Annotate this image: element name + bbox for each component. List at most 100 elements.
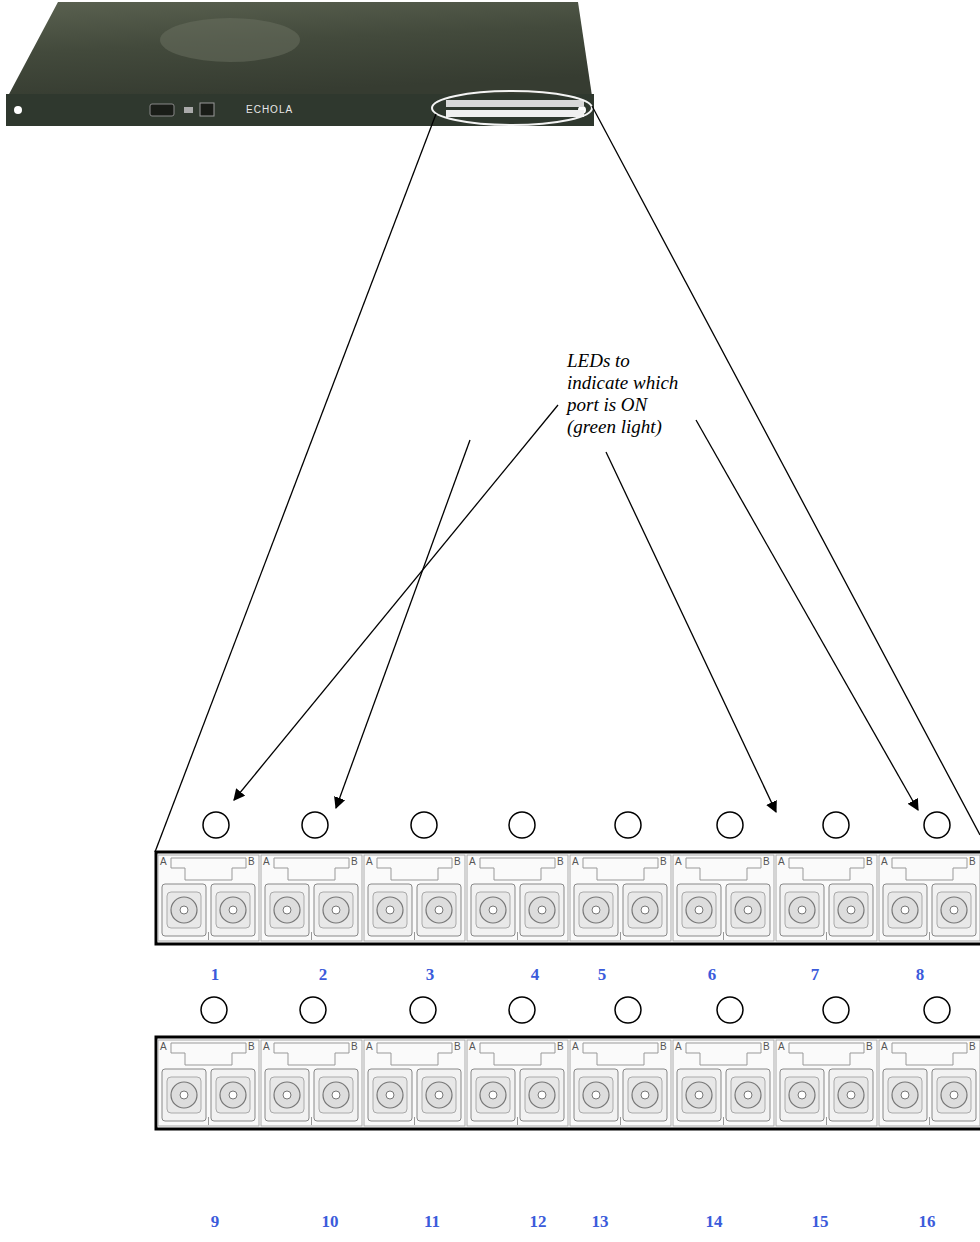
connector-body (570, 1040, 671, 1126)
connector-body (673, 1040, 774, 1126)
ferrule-core (798, 906, 806, 914)
port-frame (265, 1069, 309, 1121)
port-insert (525, 892, 559, 928)
duplex-connector (776, 855, 877, 941)
ferrule-ring (171, 897, 197, 923)
status-led (823, 812, 849, 838)
port-insert (216, 1077, 250, 1113)
ferrule-core (641, 1091, 649, 1099)
connector-body (364, 1040, 465, 1126)
port-frame (726, 884, 770, 936)
connector-divider (723, 932, 724, 940)
ferrule-ring (789, 1082, 815, 1108)
connector-body (364, 855, 465, 941)
port-frame (471, 884, 515, 936)
panel-frame (156, 852, 980, 944)
connector-divider (311, 1117, 312, 1125)
ferrule-core (901, 906, 909, 914)
port-letter: A (881, 857, 888, 867)
port-frame (368, 1069, 412, 1121)
port-letter: A (778, 857, 785, 867)
connector-body (570, 855, 671, 941)
ferrule-core (386, 1091, 394, 1099)
connector-body (879, 1040, 980, 1126)
connector-divider (208, 932, 209, 940)
ferrule-ring (529, 897, 555, 923)
duplex-connector (673, 1040, 774, 1126)
port-frame (677, 1069, 721, 1121)
port-letter: B (454, 857, 461, 867)
port-insert (167, 892, 201, 928)
port-number: 14 (706, 1212, 723, 1232)
status-led (924, 997, 950, 1023)
port-frame (520, 884, 564, 936)
port-number: 4 (531, 965, 540, 985)
connector-body (158, 855, 259, 941)
brand-logo: ECHOLA (246, 105, 293, 115)
device-front (6, 94, 594, 126)
ferrule-core (180, 1091, 188, 1099)
ferrule-ring (735, 897, 761, 923)
port-frame (520, 1069, 564, 1121)
ferrule-core (283, 1091, 291, 1099)
ferrule-ring (274, 1082, 300, 1108)
ferrule-ring (838, 897, 864, 923)
port-letter: B (763, 1042, 770, 1052)
duplex-connector (776, 1040, 877, 1126)
connector-divider (517, 1117, 518, 1125)
connector-latch (480, 858, 555, 880)
connector-divider (311, 932, 312, 940)
port-letter: A (263, 857, 270, 867)
connector-body (467, 1040, 568, 1126)
ferrule-core (538, 906, 546, 914)
connector-body (776, 855, 877, 941)
connector-latch (892, 1043, 967, 1065)
ferrule-ring (529, 1082, 555, 1108)
ferrule-core (229, 906, 237, 914)
status-led (300, 997, 326, 1023)
port-letter: B (969, 1042, 976, 1052)
port-letter: A (366, 1042, 373, 1052)
connector-body (467, 855, 568, 941)
connector-latch (789, 1043, 864, 1065)
connector-divider (929, 1117, 930, 1125)
port-letter: B (248, 857, 255, 867)
duplex-connector (158, 1040, 259, 1126)
port-letter: A (469, 1042, 476, 1052)
connector-latch (583, 1043, 658, 1065)
port-letter: B (660, 857, 667, 867)
usb-port (184, 107, 193, 113)
ferrule-ring (789, 897, 815, 923)
connector-latch (377, 1043, 452, 1065)
port-insert (888, 1077, 922, 1113)
device-lid (8, 2, 592, 96)
port-insert (731, 1077, 765, 1113)
duplex-connector (467, 1040, 568, 1126)
port-insert (216, 892, 250, 928)
port-letter: A (778, 1042, 785, 1052)
port-frame (211, 884, 255, 936)
port-insert (888, 892, 922, 928)
duplex-connector (879, 1040, 980, 1126)
connector-body (673, 855, 774, 941)
ferrule-core (180, 906, 188, 914)
ferrule-ring (941, 897, 967, 923)
port-frame (623, 884, 667, 936)
ferrule-ring (632, 1082, 658, 1108)
ferrule-ring (274, 897, 300, 923)
status-led (823, 997, 849, 1023)
ferrule-core (538, 1091, 546, 1099)
port-insert (476, 1077, 510, 1113)
status-led (615, 997, 641, 1023)
port-letter: B (763, 857, 770, 867)
connector-divider (517, 932, 518, 940)
ferrule-core (950, 906, 958, 914)
status-led (411, 812, 437, 838)
duplex-connector (364, 855, 465, 941)
port-insert (937, 892, 971, 928)
port-insert (628, 1077, 662, 1113)
port-letter: B (866, 1042, 873, 1052)
ferrule-ring (686, 1082, 712, 1108)
status-led (717, 997, 743, 1023)
